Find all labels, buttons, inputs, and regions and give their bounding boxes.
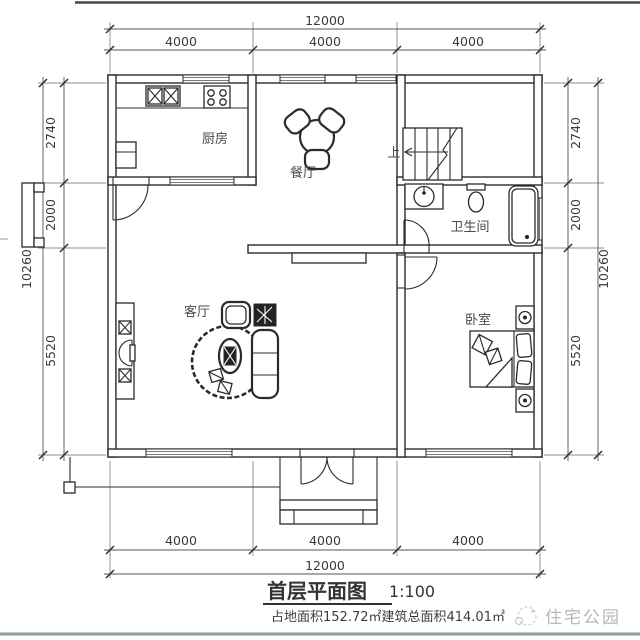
coffee-table [217, 337, 243, 375]
window-dining-top-1 [279, 74, 326, 84]
blanket-fold [484, 356, 513, 388]
terrace-outline [63, 457, 280, 494]
kitchen: 厨房 [115, 85, 248, 169]
pillow [515, 333, 533, 358]
wall-living-bedroom [396, 252, 406, 458]
nightstand-bottom [515, 388, 535, 413]
kitchen-side-unit [115, 141, 137, 169]
dimension-left: 2740 2000 5520 10260 [19, 77, 106, 461]
window-bedroom-bottom [425, 448, 513, 458]
kitchen-label: 厨房 [202, 131, 228, 147]
tv-cabinet [115, 302, 136, 400]
dining-chair-2 [318, 107, 346, 134]
dim-left-overall: 10260 [19, 249, 34, 289]
window-living-bottom [145, 448, 233, 458]
dim-top-seg2: 4000 [309, 34, 341, 49]
dim-top-overall: 12000 [305, 13, 345, 28]
bed [469, 330, 535, 388]
window-dining-top-2 [355, 74, 397, 84]
bathroom: 卫生间 [404, 183, 539, 247]
dim-bottom-seg2: 4000 [309, 533, 341, 548]
tv-icon [118, 339, 136, 367]
bedroom-door [397, 254, 438, 290]
wall-exterior-left [107, 74, 117, 458]
toilet [466, 183, 486, 213]
stair-arrow [403, 147, 413, 157]
dim-right-overall: 10260 [596, 249, 611, 289]
chimney-projection [21, 182, 45, 248]
bathtub [508, 185, 539, 247]
dimension-right: 2740 2000 5520 10260 [544, 77, 611, 461]
stair-flight [402, 127, 463, 181]
dim-right-seg3: 5520 [568, 335, 583, 367]
wall-middle [247, 244, 543, 254]
stairs: 上 [387, 127, 463, 181]
kitchen-sink [145, 85, 181, 107]
kitchen-door [112, 177, 150, 221]
living-label: 客厅 [184, 304, 210, 320]
dim-bottom-seg3: 4000 [452, 533, 484, 548]
hall-cabinet [291, 252, 367, 264]
bedroom-label: 卧室 [465, 312, 491, 328]
bedroom: 卧室 [465, 305, 535, 413]
dim-top-seg1: 4000 [165, 34, 197, 49]
floor-stools [208, 367, 233, 396]
armchair-cushion [225, 305, 247, 325]
drawing-title: 首层平面图 [267, 579, 367, 603]
dining-label: 餐厅 [290, 165, 316, 181]
dim-bottom-seg1: 4000 [165, 533, 197, 548]
dim-top-seg3: 4000 [452, 34, 484, 49]
dining-chair-3 [303, 148, 331, 171]
living-room: 客厅 [115, 300, 280, 400]
drawing-scale: 1:100 [389, 582, 435, 601]
dim-left-seg1: 2740 [43, 117, 58, 149]
pillow [515, 360, 533, 385]
dimension-top: 12000 4000 4000 4000 [104, 13, 546, 73]
watermark: 住宅公园 [514, 606, 621, 628]
bathroom-door [403, 219, 430, 253]
sofa [250, 328, 280, 400]
bathroom-label: 卫生间 [450, 220, 489, 235]
window-kitchen-top [182, 74, 230, 84]
title-block: 首层平面图 1:100 占地面积152.72㎡建筑总面积414.01㎡ [263, 579, 505, 625]
entry-porch-steps [279, 457, 378, 525]
stairs-up-label: 上 [387, 146, 400, 161]
dim-right-seg1: 2740 [568, 117, 583, 149]
watermark-logo-icon [514, 606, 537, 626]
kitchen-stove [203, 85, 231, 109]
plant-box [253, 303, 277, 327]
dim-right-seg2: 2000 [568, 199, 583, 231]
entry-double-door [299, 449, 355, 485]
nightstand-top [515, 305, 535, 330]
dim-bottom-overall: 12000 [305, 558, 345, 573]
wall-kitchen-right [247, 74, 257, 186]
doors [112, 177, 438, 485]
dim-left-seg2: 2000 [43, 199, 58, 231]
dimension-bottom: 4000 4000 4000 12000 [104, 461, 546, 579]
dining: 餐厅 [283, 107, 346, 181]
watermark-text: 住宅公园 [545, 608, 621, 628]
area-note: 占地面积152.72㎡建筑总面积414.01㎡ [271, 609, 505, 625]
wall-exterior-right [533, 74, 543, 458]
wash-basin [404, 183, 444, 210]
dining-chair-1 [283, 108, 311, 135]
dim-left-seg3: 5520 [43, 335, 58, 367]
window-kitchen-pass [169, 176, 235, 186]
